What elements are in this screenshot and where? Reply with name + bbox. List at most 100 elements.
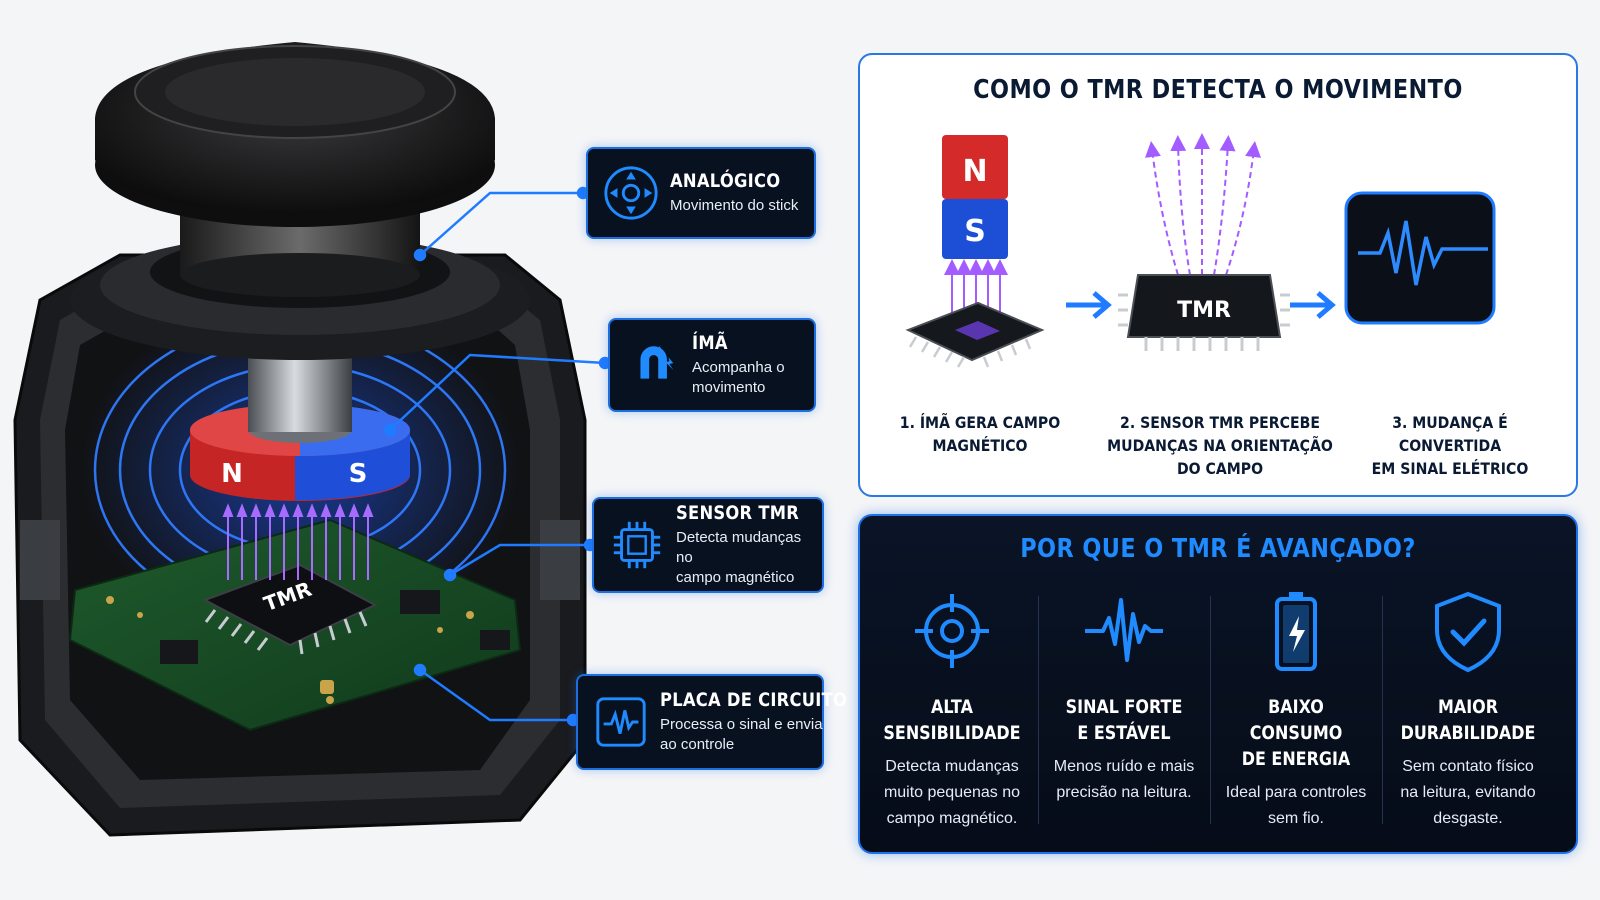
desc-line: Ideal para controles [1225,784,1367,801]
callout-analog-desc: Movimento do stick [670,196,798,216]
callout-magnet: ÍMÃ Acompanha o movimento [608,318,816,412]
feature-title: ALTA SENSIBILIDADE [880,694,1024,746]
caption-line: 3. MUDANÇA É CONVERTIDA [1392,413,1508,455]
feature-desc: Ideal para controles sem fio. [1210,780,1382,832]
field-arrow-head [334,503,346,517]
how-panel-title: COMO O TMR DETECTA O MOVIMENTO [973,75,1463,105]
title-line: SINAL FORTE [1065,696,1183,718]
caption-line: 2. SENSOR TMR PERCEBE [1120,413,1320,432]
callout-analog: ANALÓGICO Movimento do stick [586,147,816,239]
feature-energy: BAIXO CONSUMO DE ENERGIA Ideal para cont… [1210,586,1382,836]
field-arrow-head [250,503,262,517]
chip-icon [613,521,661,569]
feature-desc: Menos ruído e mais precisão na leitura. [1038,754,1210,806]
callout-board-title: PLACA DE CIRCUITO [660,689,848,711]
shield-check-icon [1435,591,1501,673]
why-panel-title: POR QUE O TMR É AVANÇADO? [1020,534,1416,564]
battery-icon [1275,592,1317,671]
joystick-cutaway: TMR N S [13,42,612,837]
desc-line: Detecta mudanças [885,758,1019,775]
callout-board: PLACA DE CIRCUITO Processa o sinal e env… [576,674,847,770]
connector-pins [296,730,364,805]
field-arrow-head [292,503,304,517]
title-line: E ESTÁVEL [1077,722,1171,744]
flow-arrow-1 [1066,291,1112,319]
feature-sensitivity: ALTA SENSIBILIDADE Detecta mudanças muit… [866,586,1038,836]
desc-line: Movimento do stick [670,197,799,214]
caption-line: EM SINAL ELÉTRICO [1371,459,1529,478]
callout-leader-lines [383,186,612,727]
step1-magnet: N S [942,135,1008,259]
feature-signal: SINAL FORTE E ESTÁVEL Menos ruído e mais… [1038,586,1210,836]
title-line: SENSIBILIDADE [883,722,1021,744]
step1-chip [905,301,1045,368]
magnet-south-label: S [349,459,368,489]
feature-title: BAIXO CONSUMO DE ENERGIA [1224,694,1368,772]
callout-sensor-desc: Detecta mudanças no campo magnético [676,528,819,588]
feature-desc: Detecta mudanças muito pequenas no campo… [866,754,1038,832]
callout-analog-title: ANALÓGICO [670,170,781,192]
stick-base [70,185,530,360]
how-it-works-panel: COMO O TMR DETECTA O MOVIMENTO N S [858,53,1578,497]
title-line: MAIOR [1437,696,1499,718]
caption-line: 1. ÍMÃ GERA CAMPO [899,413,1061,432]
step3-signal-display [1344,191,1496,325]
signal-wave [1358,220,1488,286]
thumbstick-cap [95,42,495,227]
bar-magnet-s: S [964,214,986,249]
divider [1038,596,1039,824]
why-advanced-panel: POR QUE O TMR É AVANÇADO? ALTA SENSIBILI… [858,514,1578,854]
callout-sensor: SENSOR TMR Detecta mudanças no campo mag… [592,497,824,593]
title-line: DURABILIDADE [1400,722,1536,744]
feature-title: MAIOR DURABILIDADE [1396,694,1540,746]
process-diagram: N S [905,133,1496,368]
desc-line: precisão na leitura. [1056,784,1192,801]
caption-line: MUDANÇAS NA ORIENTAÇÃO [1107,436,1333,455]
field-arrow-head [236,503,248,517]
crosshair-icon [915,594,989,668]
field-arrow-head [306,503,318,517]
desc-line: Processa o sinal e envia [660,716,823,733]
field-arrow-head [264,503,276,517]
step2-field-lines [1145,133,1261,276]
desc-line: ao controle [660,736,735,753]
signal-wave-icon [1085,598,1163,662]
joystick-illustration: TMR N S [13,42,612,837]
tmr-chip: TMR [202,563,378,655]
step-2-caption: 2. SENSOR TMR PERCEBE MUDANÇAS NA ORIENT… [1097,411,1343,480]
magnet-icon [640,345,674,379]
caption-line: DO CAMPO [1176,459,1264,478]
field-arrow-head [222,503,234,517]
field-arrow-head [362,503,374,517]
bar-magnet-n: N [962,154,987,189]
desc-line: campo magnético. [886,810,1018,827]
waveform-icon [596,697,646,747]
desc-line: campo magnético [676,569,795,586]
field-arrow-head [348,503,360,517]
feature-desc: Sem contato físico na leitura, evitando … [1382,754,1554,832]
field-arrow-head [320,503,332,517]
desc-line: Menos ruído e mais [1053,758,1195,775]
desc-line: Acompanha o [692,359,785,376]
divider [1382,596,1383,824]
feature-durability: MAIOR DURABILIDADE Sem contato físico na… [1382,586,1554,836]
step-1-caption: 1. ÍMÃ GERA CAMPO MAGNÉTICO [883,411,1077,457]
step2-tmr-chip: TMR [1118,274,1290,351]
title-line: ALTA [931,696,973,718]
title-line: BAIXO CONSUMO [1249,696,1343,744]
desc-line: desgaste. [1433,810,1503,827]
field-arrow-head [278,503,290,517]
flow-arrow-2 [1290,291,1336,319]
callout-magnet-desc: Acompanha o movimento [692,358,785,398]
desc-line: movimento [692,379,766,396]
desc-line: na leitura, evitando [1400,784,1536,801]
field-arrows [222,503,374,580]
magnet-north-label: N [221,459,243,489]
desc-line: Sem contato físico [1402,758,1534,775]
divider [1210,596,1211,824]
callout-magnet-title: ÍMÃ [692,332,728,354]
feature-title: SINAL FORTE E ESTÁVEL [1052,694,1196,746]
desc-line: muito pequenas no [883,784,1021,801]
desc-line: Detecta mudanças no [676,529,802,566]
callout-board-desc: Processa o sinal e envia ao controle [660,715,878,755]
